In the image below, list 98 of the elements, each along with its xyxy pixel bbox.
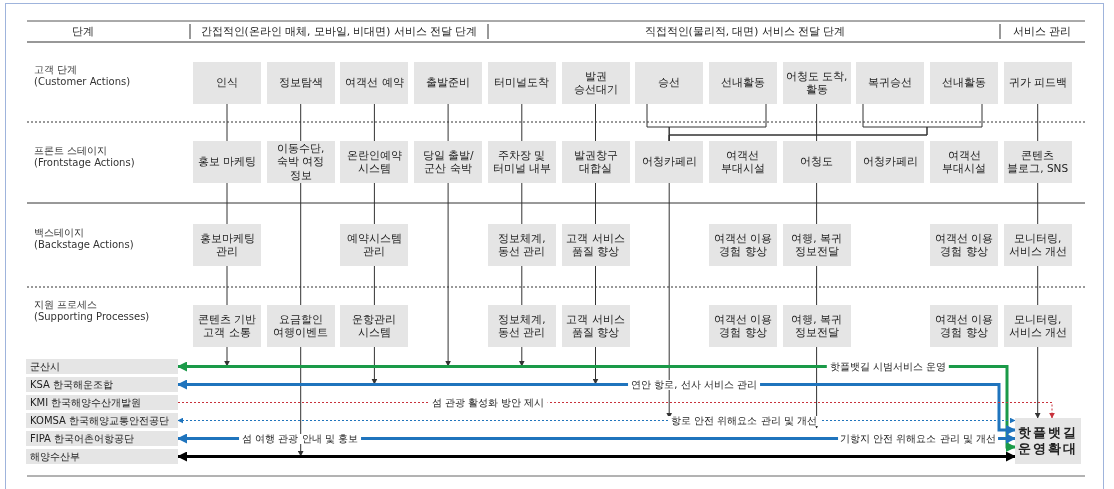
row-label: (Frontstage Actions) — [34, 156, 135, 170]
process-box: 터미널도착 — [487, 62, 556, 104]
arrow — [177, 451, 1016, 462]
row-label: 프론트 스테이지 — [34, 143, 108, 158]
process-box: 모니터링, 서비스 개선 — [1003, 305, 1072, 347]
process-box: 운항관리 시스템 — [340, 305, 409, 347]
process-box: 주차장 및 터미널 내부 — [487, 141, 556, 183]
process-box: 여행, 복귀 정보전달 — [782, 305, 851, 347]
process-box: 모니터링, 서비스 개선 — [1003, 224, 1072, 266]
organization-box: KMI 한국해양수산개발원 — [26, 395, 178, 410]
connector-line — [300, 103, 302, 142]
process-box: 어청카페리 — [856, 141, 925, 183]
process-box: 선내활동 — [930, 62, 998, 104]
connector-line — [521, 103, 523, 142]
connector-line — [521, 182, 523, 225]
edge-label: 섬 여행 관광 안내 및 홍보 — [239, 433, 361, 444]
arrow — [224, 346, 230, 367]
column-header: 간접적인(온라인 매체, 모바일, 비대면) 서비스 전달 단계 — [200, 24, 478, 40]
organization-box: KSA 한국해운조합 — [26, 377, 178, 392]
process-box: 정보체계, 동선 관리 — [487, 305, 556, 347]
process-box: 여객선 부대시설 — [930, 141, 998, 183]
process-box: 이동수단, 숙박 여정 정보 — [266, 141, 335, 183]
row-label: 지원 프로세스 — [34, 297, 98, 312]
connector-line — [226, 182, 228, 225]
arrow — [1034, 346, 1041, 419]
connector-line — [226, 103, 228, 142]
column-header: 단계 — [72, 24, 94, 40]
arrow — [813, 346, 820, 429]
process-box: 콘텐츠 블로그, SNS — [1003, 141, 1072, 183]
arrow — [297, 346, 304, 457]
process-box: 여객선 이용 경험 향상 — [930, 305, 998, 347]
process-box: 여객선 이용 경험 향상 — [708, 305, 777, 347]
process-box: 승선 — [635, 62, 704, 104]
process-box: 예약시스템 관리 — [340, 224, 409, 266]
process-box: 홍보마케팅 관리 — [193, 224, 261, 266]
annotation-text: 기항지 안전 위해요소 관리 및 개선 — [838, 433, 998, 444]
outcome-box: 핫플뱃길 운영확대 — [1015, 418, 1081, 464]
connector-line — [1037, 265, 1039, 306]
process-box: 당일 출발/ 군산 숙박 — [414, 141, 483, 183]
process-box: 인식 — [193, 62, 261, 104]
edge-label: 연안 항로, 선사 서비스 관리 — [628, 379, 760, 390]
connector-line — [595, 103, 596, 142]
edge-label: 섬 관광 활성화 방안 제시 — [428, 397, 548, 408]
connector-line — [668, 103, 983, 142]
process-box: 고객 서비스 품질 향상 — [561, 305, 630, 347]
column-header: 서비스 관리 — [1012, 24, 1072, 40]
process-box: 복귀승선 — [856, 62, 925, 104]
connector-line — [373, 103, 375, 142]
row-label: 백스테이지 — [34, 225, 84, 240]
process-box: 발권 승선대기 — [561, 62, 630, 104]
process-box: 어청카페리 — [635, 141, 704, 183]
connector-line — [373, 182, 375, 225]
process-box: 온란인예약 시스템 — [340, 141, 409, 183]
connector-line — [447, 103, 449, 142]
edge-label: 항로 안전 위해요소 관리 및 개선 — [668, 415, 820, 426]
organization-box: 해양수산부 — [26, 449, 178, 464]
organization-box: 군산시 — [26, 359, 178, 374]
row-label: (Backstage Actions) — [34, 238, 134, 252]
arrow — [592, 346, 599, 385]
arrow — [518, 346, 525, 367]
process-box: 여객선 부대시설 — [708, 141, 777, 183]
organization-box: FIPA 한국어촌어항공단 — [26, 431, 178, 446]
connector-line — [816, 103, 818, 142]
connector-line — [595, 182, 596, 225]
process-box: 정보체계, 동선 관리 — [487, 224, 556, 266]
process-box: 여객선 예약 — [340, 62, 409, 104]
row-label: (Supporting Processes) — [34, 310, 150, 324]
process-box: 선내활동 — [708, 62, 777, 104]
process-box: 여행, 복귀 정보전달 — [782, 224, 851, 266]
process-box: 여객선 이용 경험 향상 — [930, 224, 998, 266]
process-box: 어청도 — [782, 141, 851, 183]
process-box: 출발준비 — [414, 62, 483, 104]
process-box: 홍보 마케팅 — [193, 141, 261, 183]
connector-line — [595, 265, 596, 306]
connector-line — [816, 265, 818, 306]
process-box: 요금할인 여행이벤트 — [266, 305, 335, 347]
process-box: 정보탐색 — [266, 62, 335, 104]
process-box: 여객선 이용 경험 향상 — [708, 224, 777, 266]
process-box: 어청도 도착, 활동 — [782, 62, 851, 104]
row-label: (Customer Actions) — [34, 75, 131, 89]
process-box: 고객 서비스 품질 향상 — [561, 224, 630, 266]
column-header: 직접적인(물리적, 대면) 서비스 전달 단계 — [644, 24, 846, 40]
connector-line — [300, 182, 302, 306]
process-box: 콘텐츠 기반 고객 소통 — [193, 305, 261, 347]
arrow — [666, 182, 673, 419]
edge-label: 핫플뱃길 시범서비스 운영 — [826, 361, 950, 372]
connector-line — [226, 265, 228, 306]
connector-line — [521, 265, 523, 306]
connector-line — [1037, 182, 1039, 225]
connector-line — [816, 182, 818, 225]
connector-line — [1037, 103, 1039, 142]
process-box: 귀가 피드백 — [1003, 62, 1072, 104]
process-box: 발권창구 대합실 — [561, 141, 630, 183]
row-label: 고객 단계 — [34, 62, 78, 77]
arrow — [371, 346, 378, 385]
organization-box: KOMSA 한국해양교통안전공단 — [26, 413, 178, 428]
connector-line — [373, 265, 375, 306]
arrow — [445, 182, 452, 367]
